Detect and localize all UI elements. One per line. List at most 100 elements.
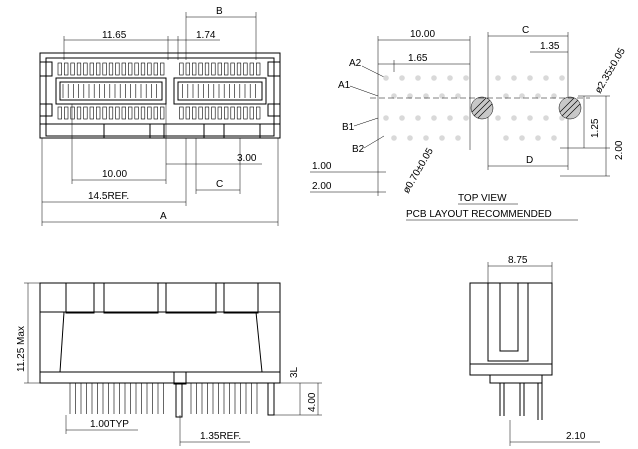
- dim-text-a: A: [160, 211, 167, 222]
- side-window-3: [165, 282, 217, 314]
- dim-text-1-25: 1.25: [590, 118, 601, 138]
- pcb-hole: [439, 135, 445, 141]
- dim-text-c: C: [216, 179, 223, 190]
- pcb-hole: [399, 115, 405, 121]
- front-contact: [76, 106, 82, 120]
- side-body-outline: [39, 282, 281, 384]
- front-contact: [108, 62, 114, 76]
- label-a2: A2: [349, 58, 362, 69]
- pcb-hole-grid: [383, 75, 565, 141]
- pcb-hole: [455, 93, 461, 99]
- leader-a1: [349, 85, 379, 97]
- pcb-hole: [439, 93, 445, 99]
- dim-text-1-65: 1.65: [408, 53, 428, 64]
- front-tab-right: [267, 61, 281, 77]
- end-slot: [499, 282, 519, 352]
- pcb-hole: [527, 75, 533, 81]
- front-tab-right-lower: [267, 103, 281, 117]
- end-base: [489, 374, 543, 384]
- front-contact: [224, 106, 229, 120]
- pcb-hole: [535, 135, 541, 141]
- front-slot-left-inner: [59, 81, 163, 101]
- side-window-2: [103, 282, 159, 314]
- front-contact: [102, 62, 107, 76]
- front-contact: [179, 62, 184, 76]
- front-slot-right-inner: [177, 81, 263, 101]
- dim-text-1-00: 1.00: [312, 161, 332, 172]
- pcb-hole: [415, 75, 421, 81]
- peg-hatch: [561, 99, 579, 117]
- pcb-hole: [495, 115, 501, 121]
- front-contact: [76, 62, 82, 76]
- front-slot-left: [55, 77, 167, 105]
- pcb-hole: [391, 135, 397, 141]
- dim-text-1-35: 1.35: [540, 41, 560, 52]
- pcb-hole: [407, 135, 413, 141]
- side-peg: [267, 382, 275, 416]
- side-center-post: [173, 371, 187, 385]
- pcb-hole: [543, 75, 549, 81]
- side-window-1: [65, 282, 95, 314]
- pcb-hole: [423, 135, 429, 141]
- front-contact: [230, 62, 235, 76]
- pcb-hole: [559, 75, 565, 81]
- front-contact: [204, 62, 210, 76]
- pcb-hole: [447, 115, 453, 121]
- front-contact: [204, 106, 210, 120]
- dim-text-11-25: 11.25 Max: [16, 326, 27, 372]
- dim-text-d: D: [526, 155, 533, 166]
- front-contact: [243, 62, 248, 76]
- pcb-hole: [503, 135, 509, 141]
- front-contact: [224, 62, 229, 76]
- front-contact: [192, 106, 197, 120]
- front-contact: [256, 106, 261, 120]
- end-inner-frame: [487, 282, 529, 362]
- dim-text-3-00: 3.00: [237, 153, 257, 164]
- label-b2: B2: [352, 144, 365, 155]
- pcb-hole: [455, 135, 461, 141]
- front-contact: [153, 62, 158, 76]
- peg-hatch: [565, 103, 581, 119]
- front-contact: [57, 62, 62, 76]
- dim-text-1-00typ: 1.00TYP: [90, 419, 129, 430]
- front-view: 11.65 1.74 B 10.00 3.00 C 14.5REF. A: [39, 6, 281, 226]
- pcb-hole: [495, 75, 501, 81]
- front-slot-right: [173, 77, 267, 105]
- front-contact: [96, 106, 101, 120]
- pcb-hole: [535, 93, 541, 99]
- dim-text-10-00: 10.00: [102, 169, 127, 180]
- side-view: 11.25 Max 3L 4.00 1.00TYP 1.35REF.: [16, 282, 322, 446]
- side-chamfer-right: [255, 311, 263, 373]
- leader-a2: [361, 65, 387, 79]
- pcb-hole: [431, 115, 437, 121]
- dim-text-2-00-right: 2.00: [614, 140, 625, 160]
- front-contact: [236, 62, 242, 76]
- pcb-hole: [423, 93, 429, 99]
- pcb-hole: [551, 93, 557, 99]
- dim-text-2-10: 2.10: [566, 431, 586, 442]
- dim-text-dia-0-70: ø0.70±0.05: [401, 146, 436, 196]
- front-body-inner: [45, 57, 275, 137]
- dim-text-top-10-00: 10.00: [410, 29, 435, 40]
- front-contact: [128, 62, 133, 76]
- dim-text-3l: 3L: [289, 366, 300, 378]
- front-contact: [108, 106, 114, 120]
- front-lower-contact-row: [57, 106, 261, 120]
- top-view: 10.00 1.65 C 1.35 D 1.25 2.00 ø2.35±0.05…: [310, 25, 628, 221]
- front-contact: [230, 106, 235, 120]
- pcb-layout-caption: PCB LAYOUT RECOMMENDED: [406, 209, 552, 220]
- front-contact: [57, 106, 62, 120]
- side-peg: [175, 382, 183, 418]
- front-contact: [140, 62, 146, 76]
- pcb-hole: [463, 75, 469, 81]
- front-body-outline: [39, 52, 281, 139]
- dim-text-11-65: 11.65: [102, 30, 127, 41]
- front-contact: [115, 106, 120, 120]
- front-contact: [89, 62, 94, 76]
- front-contact: [192, 62, 197, 76]
- front-contact: [121, 106, 126, 120]
- peg-hatch: [559, 97, 575, 113]
- pcb-hole: [391, 93, 397, 99]
- pcb-hole: [431, 75, 437, 81]
